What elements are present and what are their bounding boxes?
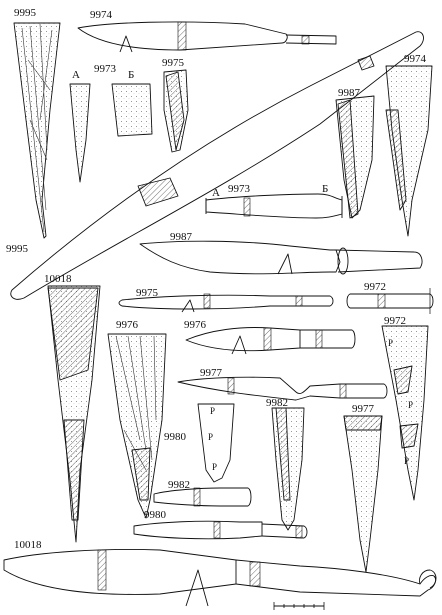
section-9975 [163, 69, 189, 153]
label-10018-bottom: 10018 [14, 539, 42, 551]
label-9973-mid: 9973 [228, 183, 251, 195]
label-9973-mid-a: А [212, 187, 220, 199]
mark-p: Р [208, 432, 213, 442]
label-10018-mid: 10018 [44, 273, 72, 285]
label-9972-right: 9972 [364, 281, 386, 293]
label-9973-a: А [72, 69, 80, 81]
knife-10018-bottom [3, 549, 437, 607]
label-9995-left: 9995 [6, 243, 29, 255]
section-9987-right [335, 95, 375, 219]
mark-p: Р [212, 462, 217, 472]
label-9973-mid-b: Б [322, 183, 328, 195]
label-9977-mid: 9977 [200, 367, 223, 379]
mark-p: Р [408, 400, 413, 410]
label-9980-low: 9980 [144, 509, 167, 521]
mark-p: Р [404, 456, 409, 466]
section-9976 [107, 333, 167, 519]
section-9982 [271, 407, 305, 531]
sections-9973 [69, 83, 153, 183]
scale-bar [273, 602, 325, 610]
label-9982-section: 9982 [266, 397, 288, 409]
label-9973-b: Б [128, 69, 134, 81]
label-9982-low: 9982 [168, 479, 190, 491]
knife-9995-diagonal [10, 31, 424, 300]
knife-9974-top [77, 21, 337, 53]
knife-9972-right [346, 288, 434, 314]
section-9995 [13, 22, 61, 239]
label-9976-left: 9976 [116, 319, 139, 331]
section-9972 [381, 325, 429, 501]
label-9980-section: 9980 [164, 431, 187, 443]
catalogue-labels: 9995 9974 А 9973 Б 9975 9974 9987 А 9973… [6, 7, 427, 551]
label-9975-mid: 9975 [136, 287, 159, 299]
label-9976-mid: 9976 [184, 319, 207, 331]
label-9987-mid: 9987 [170, 231, 193, 243]
label-9975-top: 9975 [162, 57, 185, 69]
knife-9976-mid [185, 327, 356, 355]
knife-9977-mid [177, 376, 388, 401]
section-9974-right [385, 65, 433, 237]
mark-p: Р [210, 406, 215, 416]
label-9977-section: 9977 [352, 403, 375, 415]
p-marks: Р Р Р Р Р Р [208, 338, 413, 472]
label-9974-right: 9974 [404, 53, 427, 65]
knife-9975-mid [118, 293, 334, 313]
label-9987-right: 9987 [338, 87, 361, 99]
knife-9982-low [153, 487, 252, 507]
label-9995-top: 9995 [14, 7, 37, 19]
section-9977 [343, 415, 383, 573]
knife-9980-low [133, 520, 308, 540]
label-9973-top: 9973 [94, 63, 117, 75]
label-9974-top: 9974 [90, 9, 113, 21]
knife-9973-mid [205, 193, 343, 219]
mark-p: Р [388, 338, 393, 348]
section-10018 [47, 285, 101, 543]
knife-9987-mid [139, 240, 423, 275]
section-9980 [197, 403, 235, 483]
label-9972-section: 9972 [384, 315, 406, 327]
